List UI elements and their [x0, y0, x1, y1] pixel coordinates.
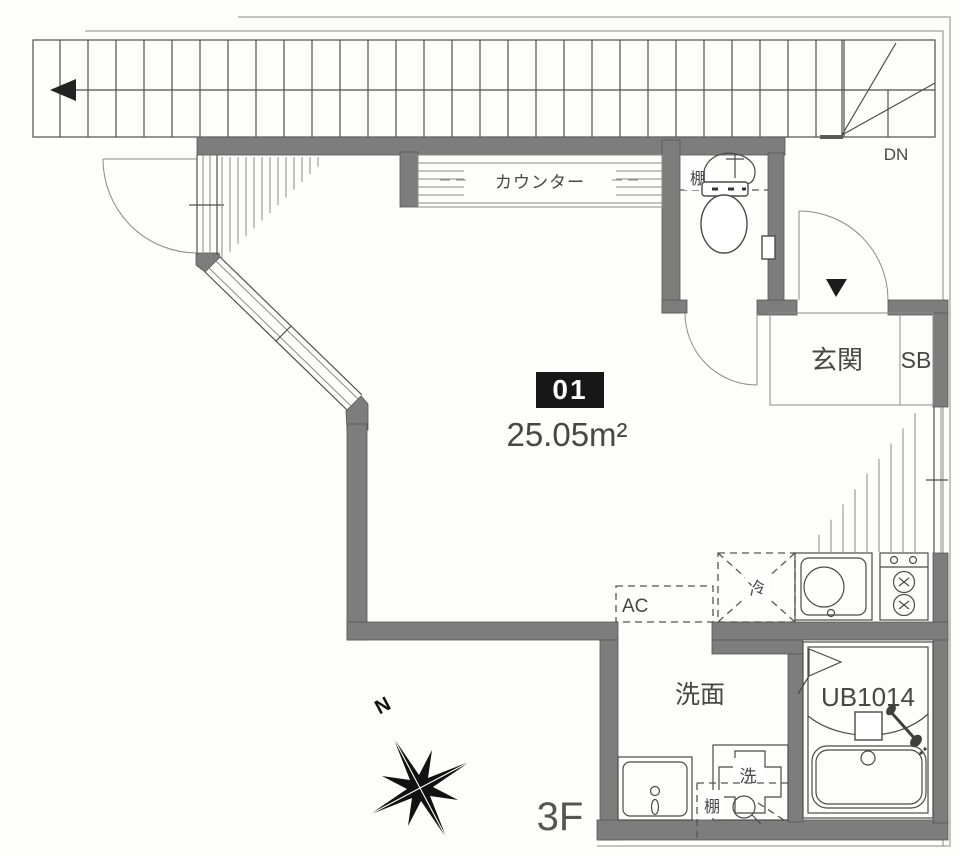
- kitchen-counter: カウンター: [417, 154, 663, 208]
- left-entry-door: [102, 158, 198, 254]
- bottom-shelf: 棚: [696, 782, 788, 838]
- left-window: [189, 155, 224, 255]
- floor-label: 3F: [537, 795, 584, 839]
- washbasin: [617, 756, 693, 821]
- dn-label: DN: [884, 145, 909, 164]
- toilet-tank: [701, 181, 749, 197]
- washroom-label: 洗面: [675, 681, 725, 709]
- stair-treads: [59, 40, 845, 137]
- bottom-shelf-label: 棚: [704, 798, 720, 816]
- bathtub: [811, 745, 927, 809]
- refrigerator-label: 冷: [747, 577, 768, 599]
- right-window: [926, 407, 948, 553]
- washer-label: 洗: [740, 767, 757, 786]
- air-conditioner-space: AC: [615, 585, 714, 623]
- toilet-door: [684, 312, 758, 386]
- washroom: 洗面 洗 棚: [617, 681, 789, 838]
- stove: [879, 552, 929, 621]
- bath-mixer: [854, 711, 883, 741]
- bath-door-icon: [808, 648, 843, 677]
- entrance-label: 玄関: [811, 345, 863, 375]
- kitchen-sink: [794, 552, 873, 621]
- staircase: [32, 39, 936, 139]
- unit-number-badge: [536, 372, 604, 408]
- counter-label: カウンター: [495, 173, 585, 192]
- hatch-upper-left: [221, 157, 319, 260]
- diagonal-window: [204, 256, 363, 411]
- unit-info: 01 25.05m²: [506, 372, 628, 453]
- compass: N: [368, 693, 472, 840]
- unit-number-label: 01: [552, 374, 587, 405]
- walls: [195, 136, 949, 841]
- compass-north-label: N: [371, 693, 394, 719]
- unit-area-label: 25.05m²: [506, 416, 627, 453]
- stair-direction-arrow-icon: [50, 79, 76, 101]
- entrance-area: 玄関 SB: [769, 279, 934, 406]
- toilet-bowl: [700, 194, 748, 254]
- kitchen: 冷 AC: [615, 552, 929, 623]
- ac-label: AC: [622, 596, 648, 617]
- unit-entrance-door: [798, 210, 889, 301]
- hatch-right: [818, 413, 916, 552]
- shoe-box-label: SB: [901, 347, 932, 373]
- unit-bath: UB1014: [797, 641, 934, 819]
- shower-icon: [886, 704, 927, 755]
- entrance-mark-icon: [826, 279, 847, 297]
- unit-bath-label: UB1014: [821, 682, 915, 712]
- toilet-room: 棚: [680, 152, 776, 260]
- refrigerator-space: 冷: [717, 552, 796, 623]
- toilet-paper-holder: [761, 235, 776, 260]
